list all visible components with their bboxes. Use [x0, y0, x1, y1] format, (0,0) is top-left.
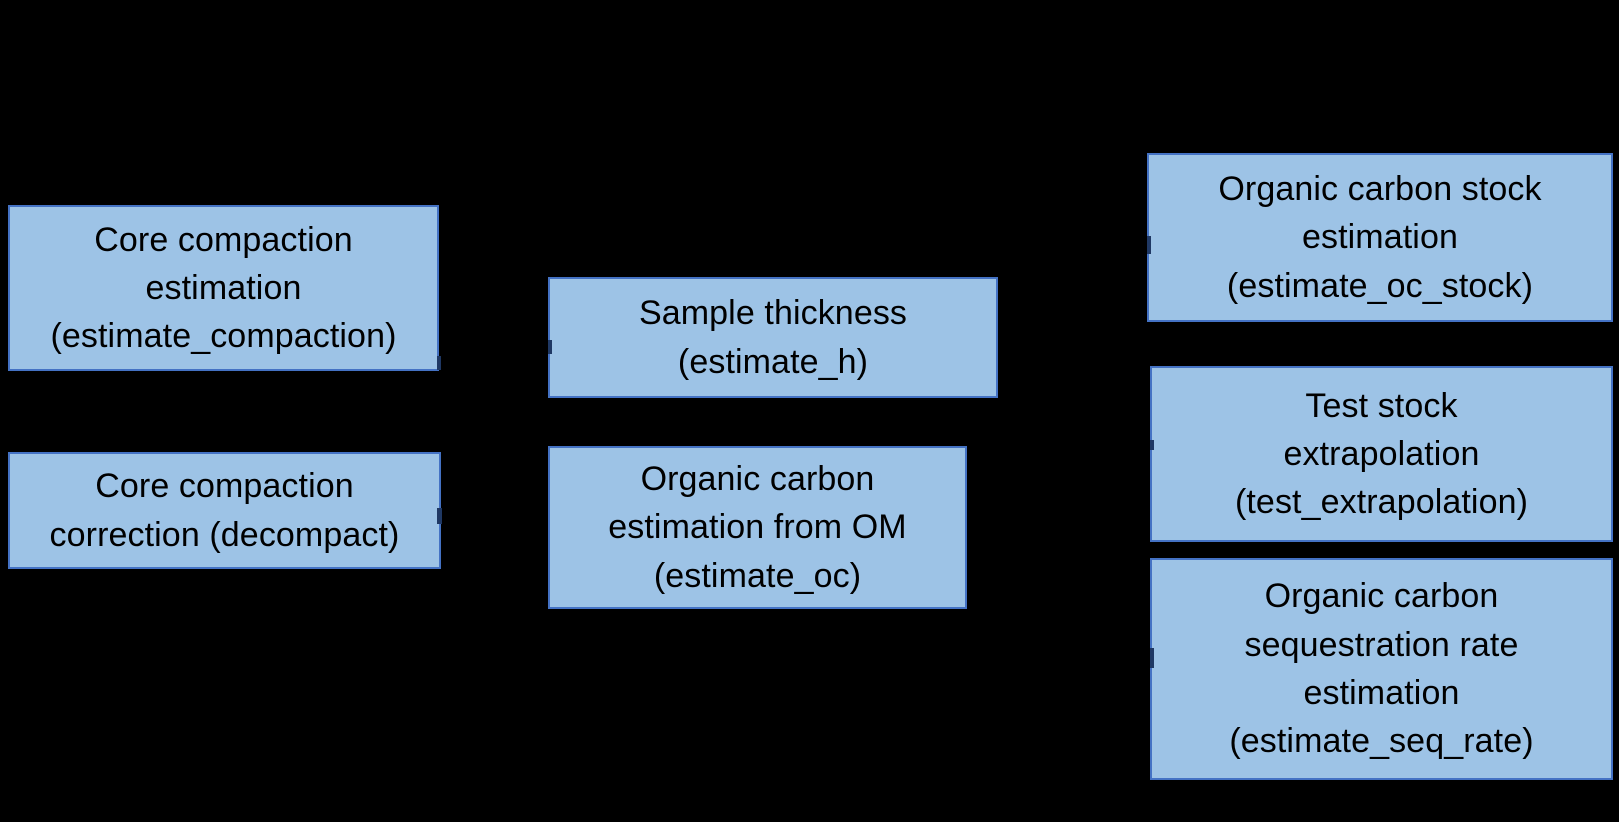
node-estimate-compaction[interactable]: Core compaction estimation (estimate_com… — [8, 205, 439, 371]
node-estimate-oc[interactable]: Organic carbon estimation from OM (estim… — [548, 446, 967, 609]
node-test-extrapolation[interactable]: Test stock extrapolation (test_extrapola… — [1150, 366, 1613, 542]
node-decompact[interactable]: Core compaction correction (decompact) — [8, 452, 441, 569]
connector-arrow-decompact-to-estimate-h — [437, 508, 442, 524]
connector-arrow-into-estimate-h — [548, 340, 552, 354]
connector-arrow-into-estimate-oc-stock — [1147, 236, 1151, 254]
connector-arrow-into-test-extrapolation — [1150, 440, 1154, 450]
node-estimate-h[interactable]: Sample thickness (estimate_h) — [548, 277, 998, 398]
node-estimate-oc-stock[interactable]: Organic carbon stock estimation (estimat… — [1147, 153, 1613, 322]
node-estimate-seq-rate[interactable]: Organic carbon sequestration rate estima… — [1150, 558, 1613, 780]
connector-arrow-compaction-to-decompact — [437, 356, 441, 370]
connector-arrow-into-estimate-seq-rate — [1150, 648, 1154, 668]
